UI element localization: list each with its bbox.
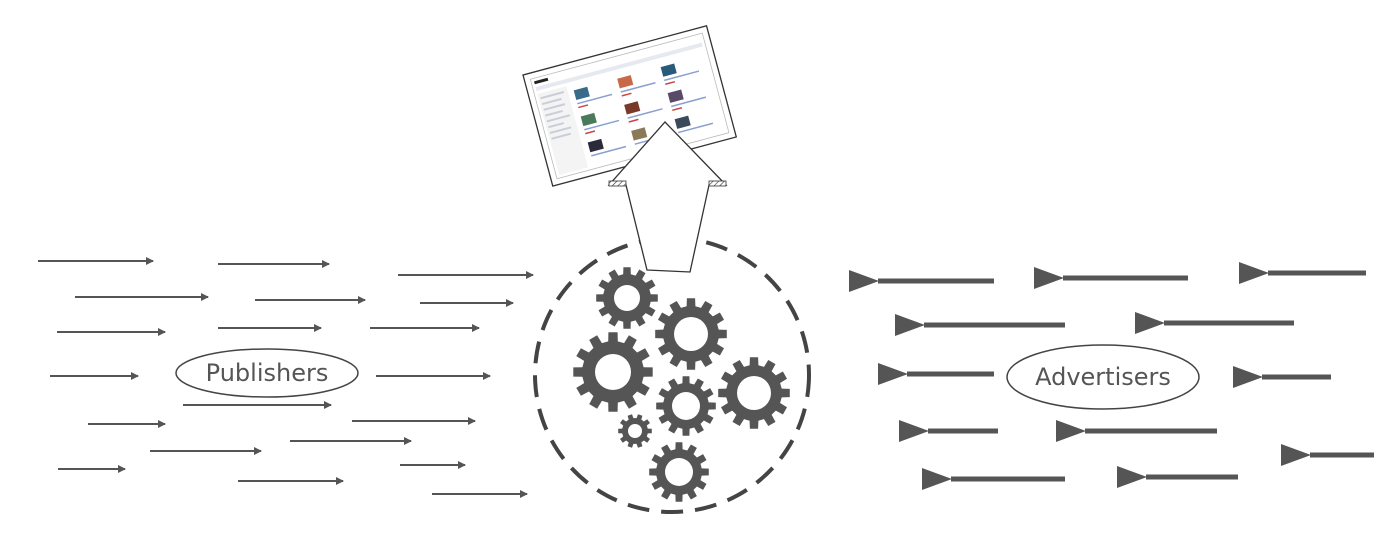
gears-icon bbox=[573, 267, 790, 502]
advertiser-arrows bbox=[849, 262, 1374, 490]
gear-hole bbox=[665, 458, 693, 486]
publishers-label: Publishers bbox=[206, 359, 329, 387]
gear-hole bbox=[672, 392, 700, 420]
ad-exchange-hub bbox=[533, 236, 811, 514]
publishers-node: Publishers bbox=[175, 348, 359, 398]
advertisers-node: Advertisers bbox=[1006, 344, 1200, 410]
output-arrow bbox=[607, 121, 728, 273]
publisher-arrows bbox=[38, 257, 534, 498]
gear-hole bbox=[614, 285, 640, 311]
gear-hole bbox=[674, 317, 708, 351]
gear-hole bbox=[628, 424, 642, 438]
gear-hole bbox=[737, 376, 771, 410]
gear-hole bbox=[595, 354, 631, 390]
advertisers-label: Advertisers bbox=[1035, 363, 1171, 391]
